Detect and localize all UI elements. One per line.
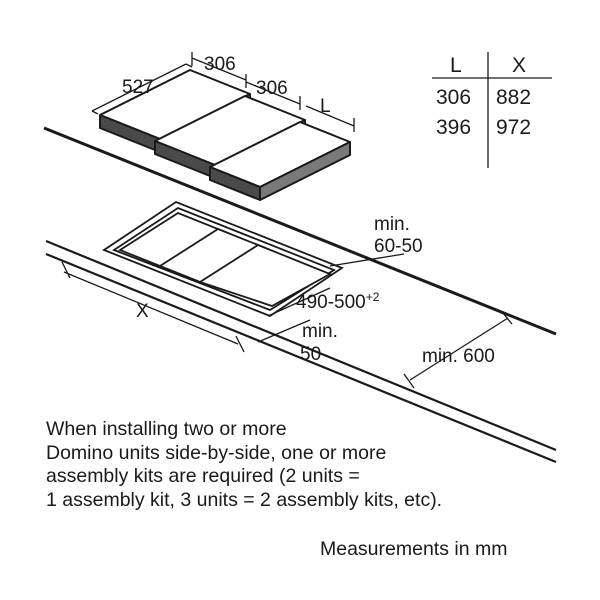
- table-cell-x-1: 882: [496, 86, 531, 109]
- size-table: L X 306 882 396 972: [432, 52, 552, 168]
- worktop-front-edge-lower: [45, 252, 557, 464]
- table-cell-x-2: 972: [496, 116, 531, 139]
- dim-cutout-width-label: X: [136, 301, 149, 322]
- cutout-outer: [102, 200, 344, 318]
- hob-units: [99, 69, 351, 201]
- dim-cutout-depth-label: 490-500+2: [296, 290, 380, 313]
- dim-unit-width-1-label: 306: [204, 54, 236, 75]
- dim-cutout-depth-value: 490-500: [296, 292, 366, 313]
- dim-length-label: L: [320, 96, 331, 117]
- note-line-4: 1 assembly kit, 3 units = 2 assembly kit…: [46, 488, 443, 511]
- dim-depth-label: 527: [122, 77, 154, 98]
- table-header-x: X: [512, 54, 526, 77]
- dim-min-back-line-1: min.: [374, 214, 410, 235]
- note-line-1: When installing two or more: [46, 418, 287, 440]
- table-cell-l-2: 396: [436, 116, 471, 139]
- dimension-lines: [61, 52, 513, 389]
- worktop: [43, 126, 557, 464]
- dim-min-front-line-1: min.: [302, 321, 338, 342]
- hob-unit-right: [209, 121, 351, 201]
- cutout-inner: [112, 206, 336, 312]
- worktop-back-edge: [43, 126, 557, 336]
- dim-cutout-depth-tolerance: +2: [366, 290, 380, 304]
- dim-unit-width-2-label: 306: [256, 78, 288, 99]
- table-cell-l-1: 306: [436, 86, 471, 109]
- cutout-bay-3: [197, 243, 333, 307]
- dim-min-front-line-2: 50: [300, 344, 321, 365]
- worktop-cutout: [102, 200, 344, 318]
- note-line-2: Domino units side-by-side, one or more: [46, 441, 387, 464]
- worktop-front-edge-upper: [45, 239, 557, 452]
- table-header-l: L: [450, 54, 462, 77]
- dim-min-wall-label: min. 600: [422, 346, 495, 367]
- units-label: Measurements in mm: [320, 538, 508, 560]
- installation-note: When installing two or more Domino units…: [46, 418, 586, 512]
- note-line-3: assembly kits are required (2 units =: [46, 465, 360, 487]
- dim-min-back-line-2: 60-50: [374, 236, 423, 257]
